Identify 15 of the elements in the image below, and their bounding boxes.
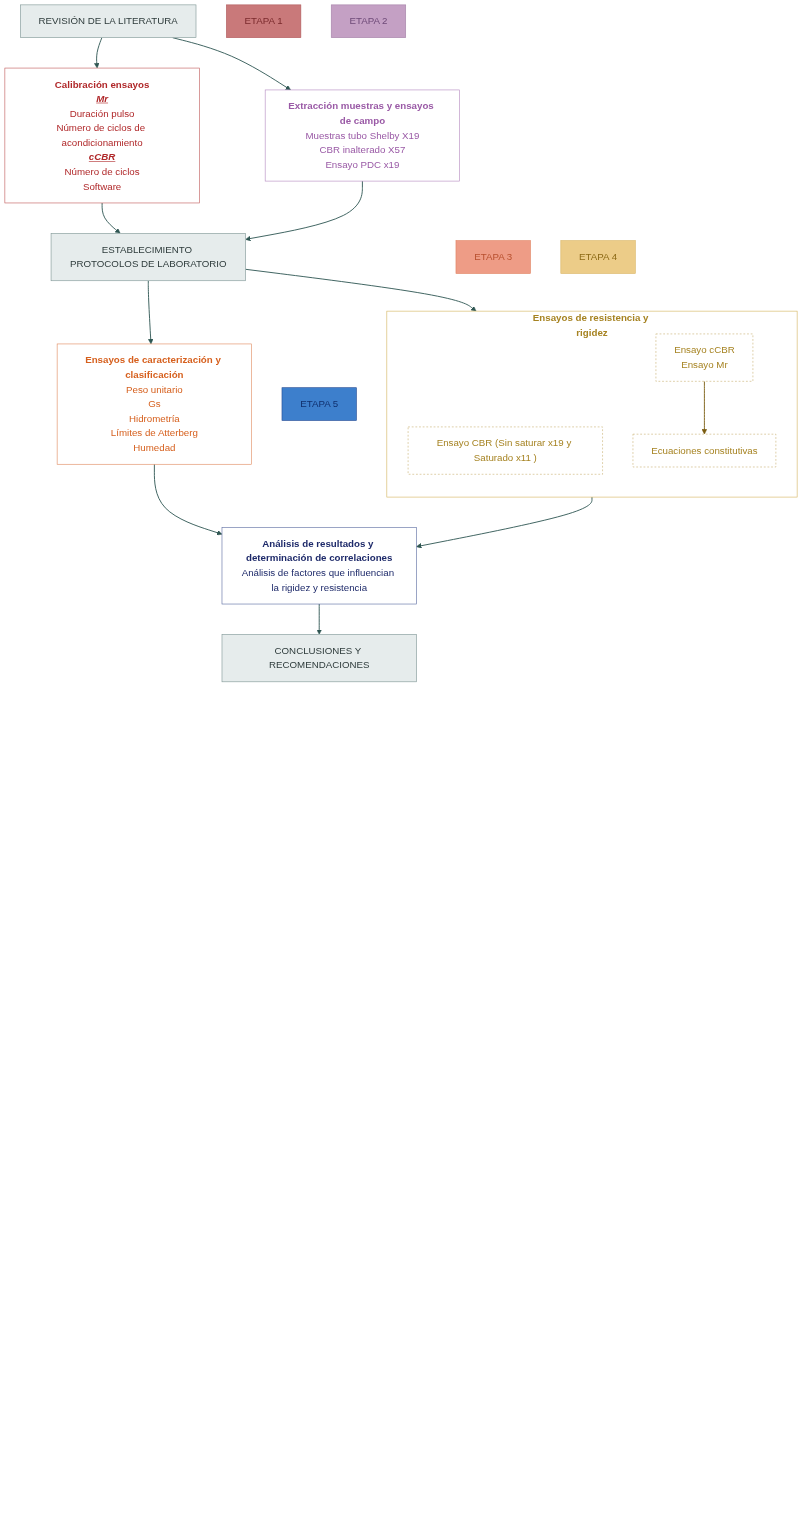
node-box: Ecuaciones constitutivas: [632, 433, 777, 468]
node-box: Extracción muestras y ensayos de campo Muestras tubo Shelby X19 CBR inalterado X57 Ensayo PDC x19: [264, 89, 460, 182]
node-box: Ensayos de caracterización y clasificación Peso unitario Gs Hidrometría Límites de Atterberg Humedad: [56, 343, 252, 465]
node-box: ETAPA 2: [330, 4, 406, 38]
node-box: Análisis de resultados y determinación de correlaciones Análisis de factores que influencian la rigidez y resistencia: [221, 527, 417, 605]
node-box: Calibración ensayos Mr Duración pulso Número de ciclos de acondicionamiento cCBR Número de ciclos Software: [4, 67, 200, 204]
node-box: ETAPA 3: [455, 240, 531, 274]
node-box: ETAPA 5: [281, 387, 357, 421]
node-box: REVISIÓN DE LA LITERATURA: [20, 4, 197, 38]
node-box: CONCLUSIONES Y RECOMENDACIONES: [221, 634, 417, 683]
node-box: ETAPA 4: [560, 240, 636, 274]
node-box: Ensayo cCBR Ensayo Mr: [655, 333, 754, 382]
node-box: Ensayo CBR (Sin saturar x19 y Saturado x11 ): [407, 426, 603, 475]
node-box: ESTABLECIMIENTO PROTOCOLOS DE LABORATORIO: [50, 233, 246, 282]
node-box: ETAPA 1: [226, 4, 302, 38]
